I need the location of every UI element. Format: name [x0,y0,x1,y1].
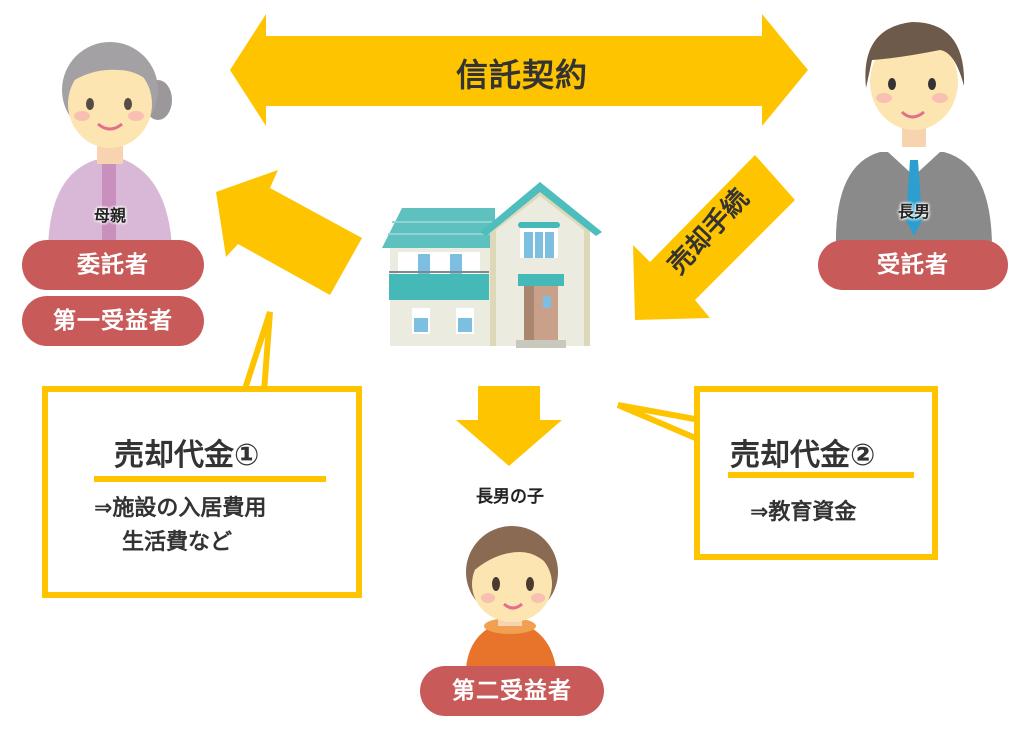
proceeds-2-callout: 売却代金② ⇒教育資金 [694,386,938,560]
grandchild-avatar [466,526,558,668]
proceeds-2-underline [728,472,914,478]
mother-avatar [48,42,172,248]
trustee-role-badge: 受託者 [818,240,1008,290]
grandchild-name-label: 長男の子 [476,487,544,507]
second-beneficiary-role-badge: 第二受益者 [420,666,604,716]
mother-name-label: 母親 [93,206,126,225]
proceeds-to-grandchild-arrow [456,386,562,466]
first-beneficiary-role-badge: 第一受益者 [22,296,204,346]
bubble-2-tail [616,402,703,445]
bubble-1-tail [239,311,273,395]
house-icon [382,182,602,348]
son-name-label: 長男 [897,202,930,221]
trust-contract-arrow [230,14,808,126]
proceeds-1-title: 売却代金① [114,438,260,473]
trust-contract-label: 信託契約 [456,56,589,94]
son-avatar [835,22,992,248]
proceeds-2-line-1: ⇒教育資金 [750,500,857,525]
settlor-role-badge: 委託者 [22,240,204,290]
proceeds-to-mother-arrow [216,170,362,295]
proceeds-1-line-2: 生活費など [122,530,233,555]
proceeds-1-underline [94,476,326,482]
sale-procedure-arrow [633,155,795,320]
proceeds-1-callout: 売却代金① ⇒施設の入居費用 生活費など [42,386,362,598]
proceeds-1-line-1: ⇒施設の入居費用 [94,496,267,521]
proceeds-2-title: 売却代金② [730,438,876,473]
